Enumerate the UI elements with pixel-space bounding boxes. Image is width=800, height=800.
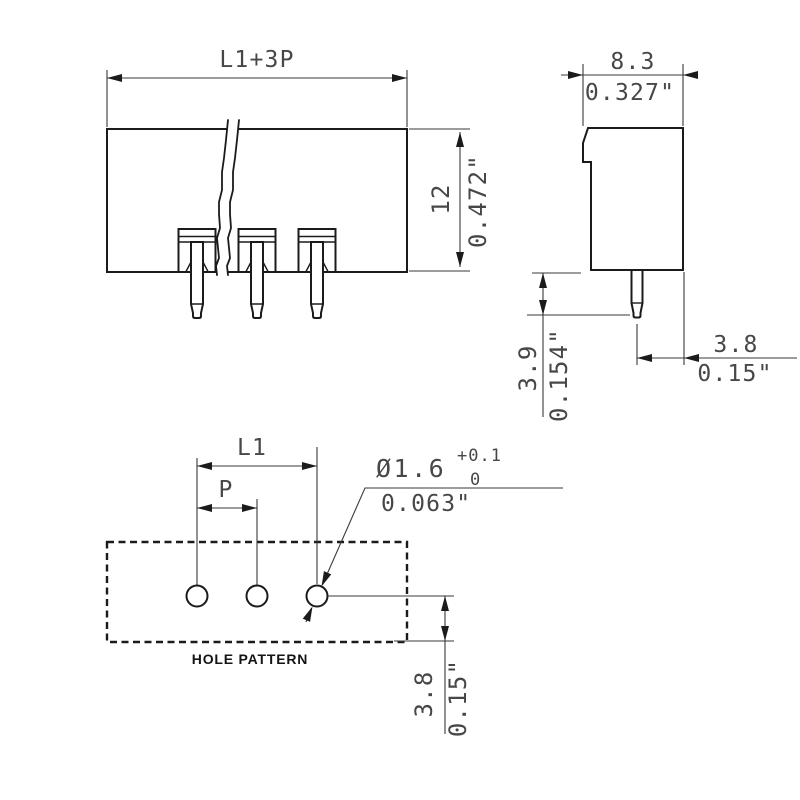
dim-front-height-in: 0.472" <box>464 154 492 248</box>
hole <box>245 584 269 608</box>
dimension-lines <box>409 128 470 272</box>
dimension-lines <box>106 70 408 127</box>
dim-holes-span: L1 <box>196 435 318 585</box>
dim-side-width: 8.3 0.327" <box>561 49 698 126</box>
hole <box>185 584 209 608</box>
arrowhead <box>107 74 122 82</box>
dim-hole-tolerance-plus: +0.1 <box>457 446 502 466</box>
break-line-right <box>226 119 240 276</box>
arrowhead <box>197 504 212 512</box>
dim-front-width-label: L1+3P <box>219 47 294 73</box>
arrowhead <box>441 626 449 641</box>
dimension-lines <box>527 272 630 417</box>
dimension-lines <box>636 272 797 365</box>
dim-hole-edge-in: 0.15" <box>444 659 472 737</box>
front-pins <box>177 228 337 319</box>
dim-side-pin-length-mm: 3.9 <box>514 345 542 392</box>
arrowhead <box>637 354 652 362</box>
arrowhead <box>441 596 449 611</box>
hole-pattern-view: L1 P Ø1.6 +0.1 0 0.063" <box>105 435 563 737</box>
arrowhead <box>197 462 212 470</box>
pin <box>297 228 337 319</box>
break-line-left <box>215 119 229 276</box>
dim-side-pin-length-in: 0.154" <box>545 328 573 422</box>
arrowhead <box>456 132 464 147</box>
arrowhead <box>539 273 547 288</box>
arrowhead <box>302 604 317 622</box>
arrowhead <box>683 71 698 79</box>
arrowhead <box>539 300 547 315</box>
dimension-lines <box>196 447 318 585</box>
side-pin <box>630 269 644 319</box>
dim-side-pin-offset-mm: 3.8 <box>713 332 758 358</box>
hole-pattern-caption: HOLE PATTERN <box>192 651 308 667</box>
dimension-lines <box>561 64 696 126</box>
dim-front-height-mm: 12 <box>427 183 455 214</box>
dim-holes-pitch: P <box>197 477 258 585</box>
dim-side-pin-offset: 3.8 0.15" <box>636 272 797 387</box>
dim-hole-edge-mm: 3.8 <box>410 671 438 718</box>
pin <box>237 228 277 319</box>
front-view: L1+3P 12 0.472" <box>106 47 492 319</box>
dim-side-width-mm: 8.3 <box>610 49 655 75</box>
arrowhead <box>568 71 583 79</box>
dim-side-pin-offset-in: 0.15" <box>697 361 772 387</box>
dim-hole-diameter: Ø1.6 +0.1 0 0.063" <box>302 446 563 623</box>
arrowhead <box>242 504 257 512</box>
side-view: 8.3 0.327" 3.9 0.154" 3.8 0.15" <box>514 49 797 422</box>
dim-hole-diameter-mm: Ø1.6 <box>376 454 446 483</box>
dim-side-width-in: 0.327" <box>585 80 675 106</box>
dim-front-height: 12 0.472" <box>409 128 492 272</box>
dim-front-width: L1+3P <box>106 47 408 127</box>
dim-holes-pitch-label: P <box>218 477 233 503</box>
dim-hole-tolerance-minus: 0 <box>470 470 481 490</box>
dim-side-pin-length: 3.9 0.154" <box>514 272 630 422</box>
dim-hole-edge-distance: 3.8 0.15" <box>328 595 472 737</box>
arrowhead <box>392 74 407 82</box>
arrowhead <box>302 462 317 470</box>
hole <box>305 584 329 608</box>
holes <box>185 584 329 608</box>
dim-holes-span-label: L1 <box>237 435 267 461</box>
dimension-lines <box>328 595 454 734</box>
break-gap <box>216 120 239 275</box>
pin <box>177 228 217 319</box>
side-body-outline <box>582 127 684 271</box>
arrowhead <box>456 252 464 267</box>
dim-hole-diameter-in: 0.063" <box>381 491 471 517</box>
